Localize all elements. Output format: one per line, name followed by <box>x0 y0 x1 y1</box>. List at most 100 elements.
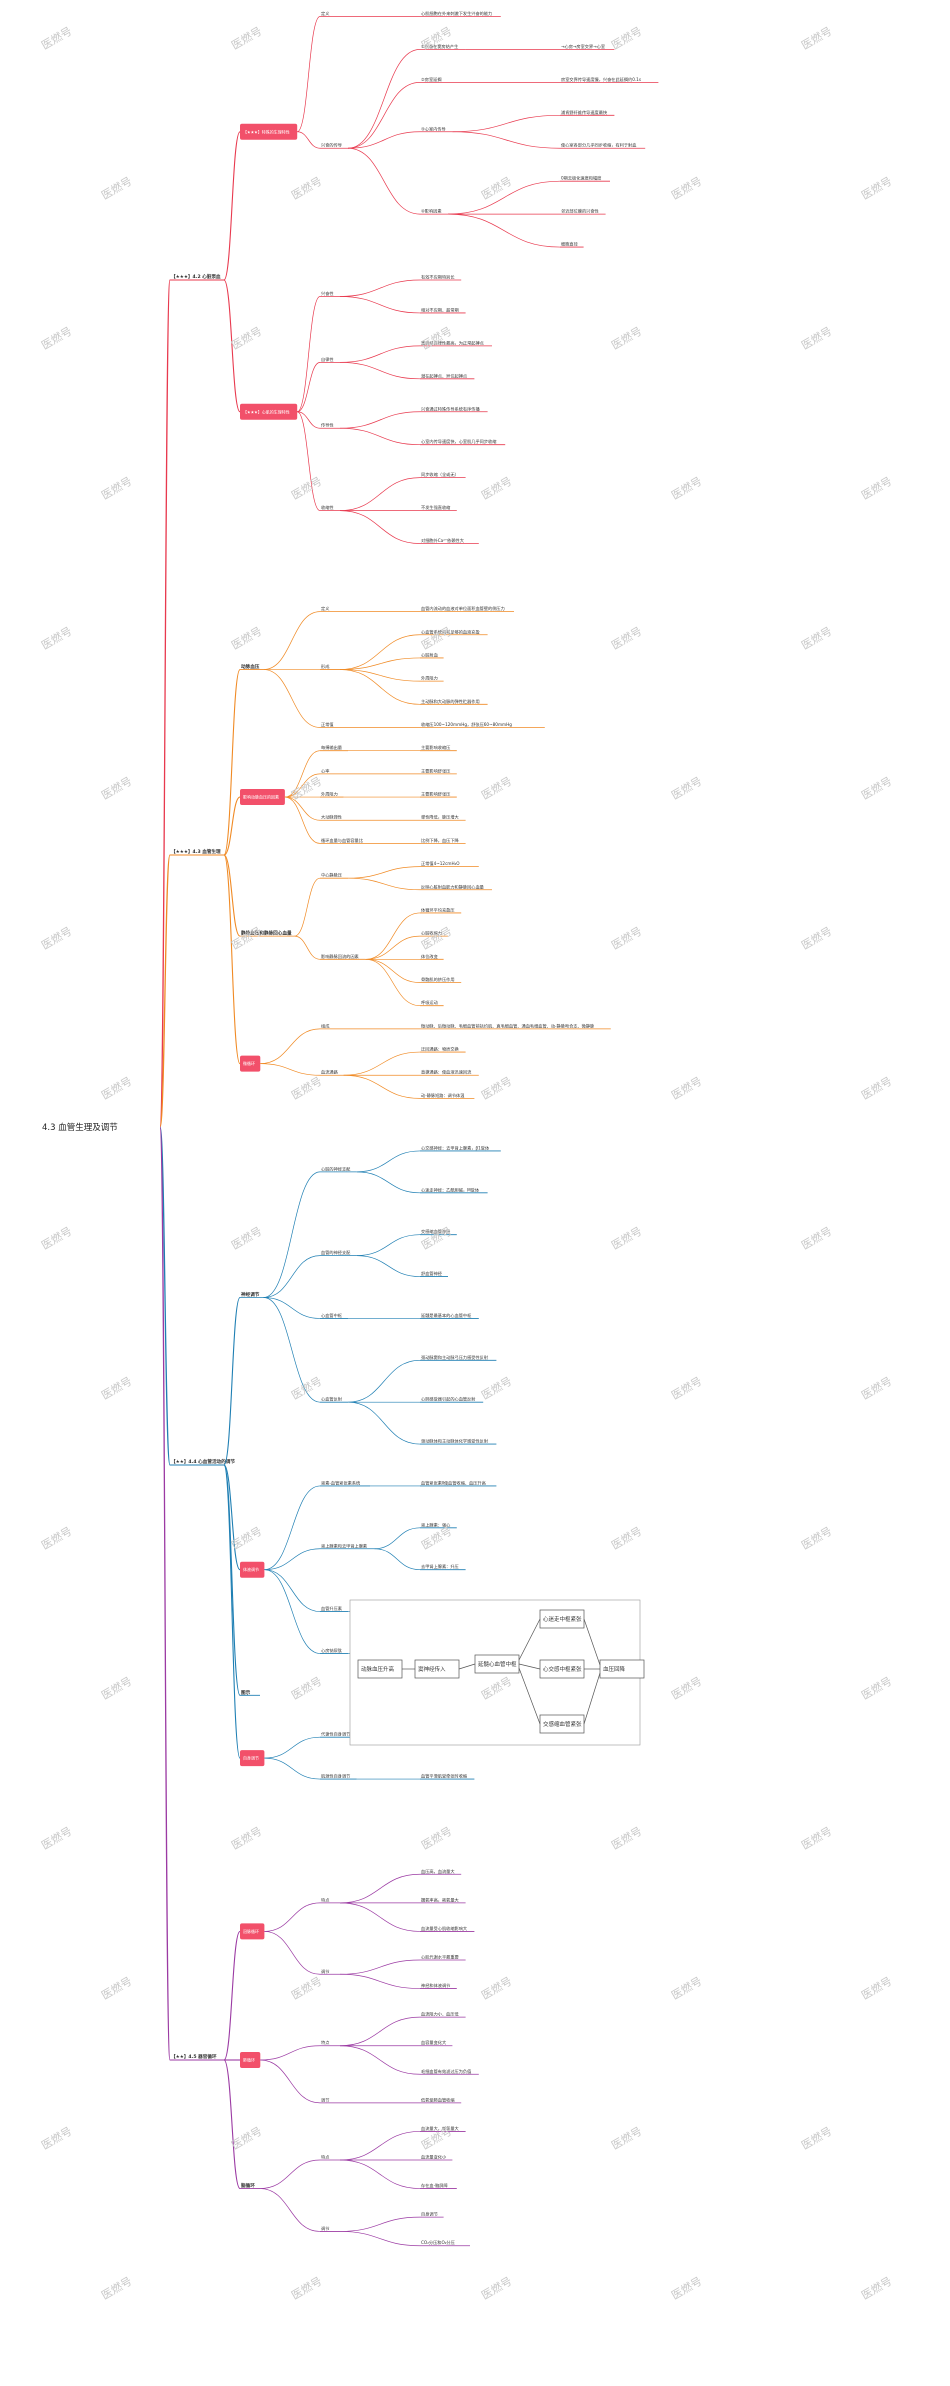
connector-line <box>339 1959 421 1975</box>
connector-line <box>347 147 421 215</box>
connector-line <box>297 362 321 413</box>
connector-line <box>339 634 421 670</box>
node-label: 肾上腺素：强心 <box>421 1521 451 1528</box>
section-badge[interactable] <box>240 403 298 420</box>
node-label: 心血管系统内有足够的血液充盈 <box>421 628 480 635</box>
node-label: CO₂分压和O₂分压 <box>421 2239 455 2246</box>
connector-line <box>223 131 241 281</box>
section-badge[interactable] <box>240 123 298 140</box>
node-label: 呼吸运动 <box>421 999 438 1006</box>
badge-label: 自身调节 <box>243 1755 259 1761</box>
connector-line <box>343 1074 421 1099</box>
node-label: 同步收缩（全或无） <box>421 471 459 478</box>
connector-line <box>339 296 421 314</box>
connector-line <box>264 1485 321 1571</box>
node-label: 动脉血压 <box>241 663 260 670</box>
node-label: 心血管中枢 <box>321 1312 343 1319</box>
connector-line <box>260 2045 321 2061</box>
connector-line <box>347 82 421 149</box>
node-label: 特点 <box>321 1896 329 1903</box>
connector-line <box>297 411 321 429</box>
connector-line <box>452 131 561 149</box>
node-label: 血流通路 <box>321 1069 339 1076</box>
node-label: 血压高，血流量大 <box>421 1868 455 1875</box>
branch-label-b4[interactable]: 【★★】4.5 器官循环 <box>171 2053 217 2060</box>
branch-label-b1[interactable]: 【★★★】4.2 心脏泵血 <box>171 273 221 280</box>
connector-line <box>347 131 421 149</box>
connector-line <box>159 854 171 1128</box>
connector-line <box>339 510 421 544</box>
section-badge[interactable] <box>240 2052 261 2068</box>
node-label: ①兴奋在窦房结产生 <box>421 43 458 50</box>
connector-line <box>260 1028 321 1064</box>
connector-line <box>347 1401 421 1445</box>
flowchart-box-label: 心交感中枢紧张 <box>543 1665 582 1673</box>
node-label: 血管内流动的血液对单位面积血管壁的侧压力 <box>421 605 505 612</box>
badge-label: 影响动脉血压的因素 <box>243 794 279 800</box>
connector-line <box>223 668 241 856</box>
node-label: 中心静脉压 <box>321 872 342 879</box>
node-label: 图示 <box>241 1689 251 1696</box>
connector-line <box>294 935 321 960</box>
node-label: 低氧使肺血管收缩 <box>421 2096 455 2103</box>
node-label: 心室内传导速度快，心室肌几乎同步收缩 <box>421 438 496 445</box>
connector-line <box>339 1873 421 1904</box>
connector-line <box>347 866 421 879</box>
section-badge[interactable] <box>240 1923 265 1940</box>
node-label: 主要影响舒张压 <box>421 767 450 774</box>
section-badge[interactable] <box>240 1750 265 1767</box>
node-label: 心肌代谢水平最重要 <box>421 1954 459 1961</box>
branch-label-b2[interactable]: 【★★★】4.3 血管生理 <box>171 848 221 855</box>
node-label: 组成 <box>321 1022 329 1029</box>
branch-label-b3[interactable]: 【★★】4.4 心血管活动的调节 <box>171 1458 235 1465</box>
node-label: 细胞直径 <box>561 241 578 248</box>
badge-label: 体液调节 <box>243 1566 259 1572</box>
section-badge[interactable] <box>240 789 285 806</box>
node-label: 延髓是最基本的心血管中枢 <box>421 1312 472 1319</box>
badge-label: 冠脉循环 <box>243 1928 259 1934</box>
node-label: 肌源性自身调节 <box>321 1773 350 1780</box>
connector-line <box>374 1548 421 1571</box>
node-label: 血流量大，耗氧量大 <box>421 2125 459 2132</box>
node-label: 血流量受心肌收缩影响大 <box>421 1925 467 1932</box>
node-label: 迂回通路：物质交换 <box>421 1046 460 1053</box>
node-label: 静脉血压和静脉回心血量 <box>241 930 292 937</box>
connector-line <box>339 2231 421 2247</box>
connector-line <box>223 854 241 1065</box>
node-label: 动-静脉短路：调节体温 <box>421 1092 465 1099</box>
node-label: 摄氧率高，耗氧量大 <box>421 1896 459 1903</box>
node-label: 调节 <box>321 2225 329 2232</box>
node-label: 舒血管神经 <box>421 1270 443 1277</box>
section-badge[interactable] <box>240 1561 265 1578</box>
node-label: ④影响因素 <box>421 208 442 215</box>
connector-line <box>339 2159 421 2189</box>
flowchart-box-label: 交感缩血管紧张 <box>543 1720 582 1728</box>
node-label: 代谢性自身调节 <box>321 1731 350 1738</box>
badge-label: 肺循环 <box>243 2057 255 2063</box>
connector-line <box>339 2131 421 2161</box>
node-label: 体位改变 <box>421 953 438 960</box>
connector-line <box>347 1359 421 1403</box>
connector-line <box>259 2159 321 2189</box>
node-label: 特点 <box>321 2039 329 2046</box>
flowchart-arrow <box>518 1663 541 1670</box>
connector-line <box>296 16 321 133</box>
connector-line <box>284 750 321 798</box>
node-label: ②房室延搁 <box>421 76 442 83</box>
connector-line <box>223 796 241 856</box>
section-badge[interactable] <box>240 1055 261 1072</box>
connector-line <box>339 2216 421 2232</box>
connector-line <box>365 958 421 1007</box>
node-label: 血流阻力小、血压低 <box>421 2011 460 2018</box>
node-label: 血流量变化小 <box>421 2154 447 2161</box>
connector-line <box>264 1569 321 1612</box>
connector-line <box>159 1126 171 2061</box>
connector-line <box>223 1464 241 1759</box>
connector-line <box>264 1902 321 1932</box>
flowchart-box-label: 心迷走中枢紧张 <box>543 1615 582 1623</box>
connector-line <box>339 345 421 363</box>
connector-line <box>339 279 421 297</box>
node-label: 相对不应期、超常期 <box>421 306 459 313</box>
node-label: 心脏的神经支配 <box>321 1165 351 1172</box>
node-label: 主动脉和大动脉的弹性贮器作用 <box>421 698 480 705</box>
